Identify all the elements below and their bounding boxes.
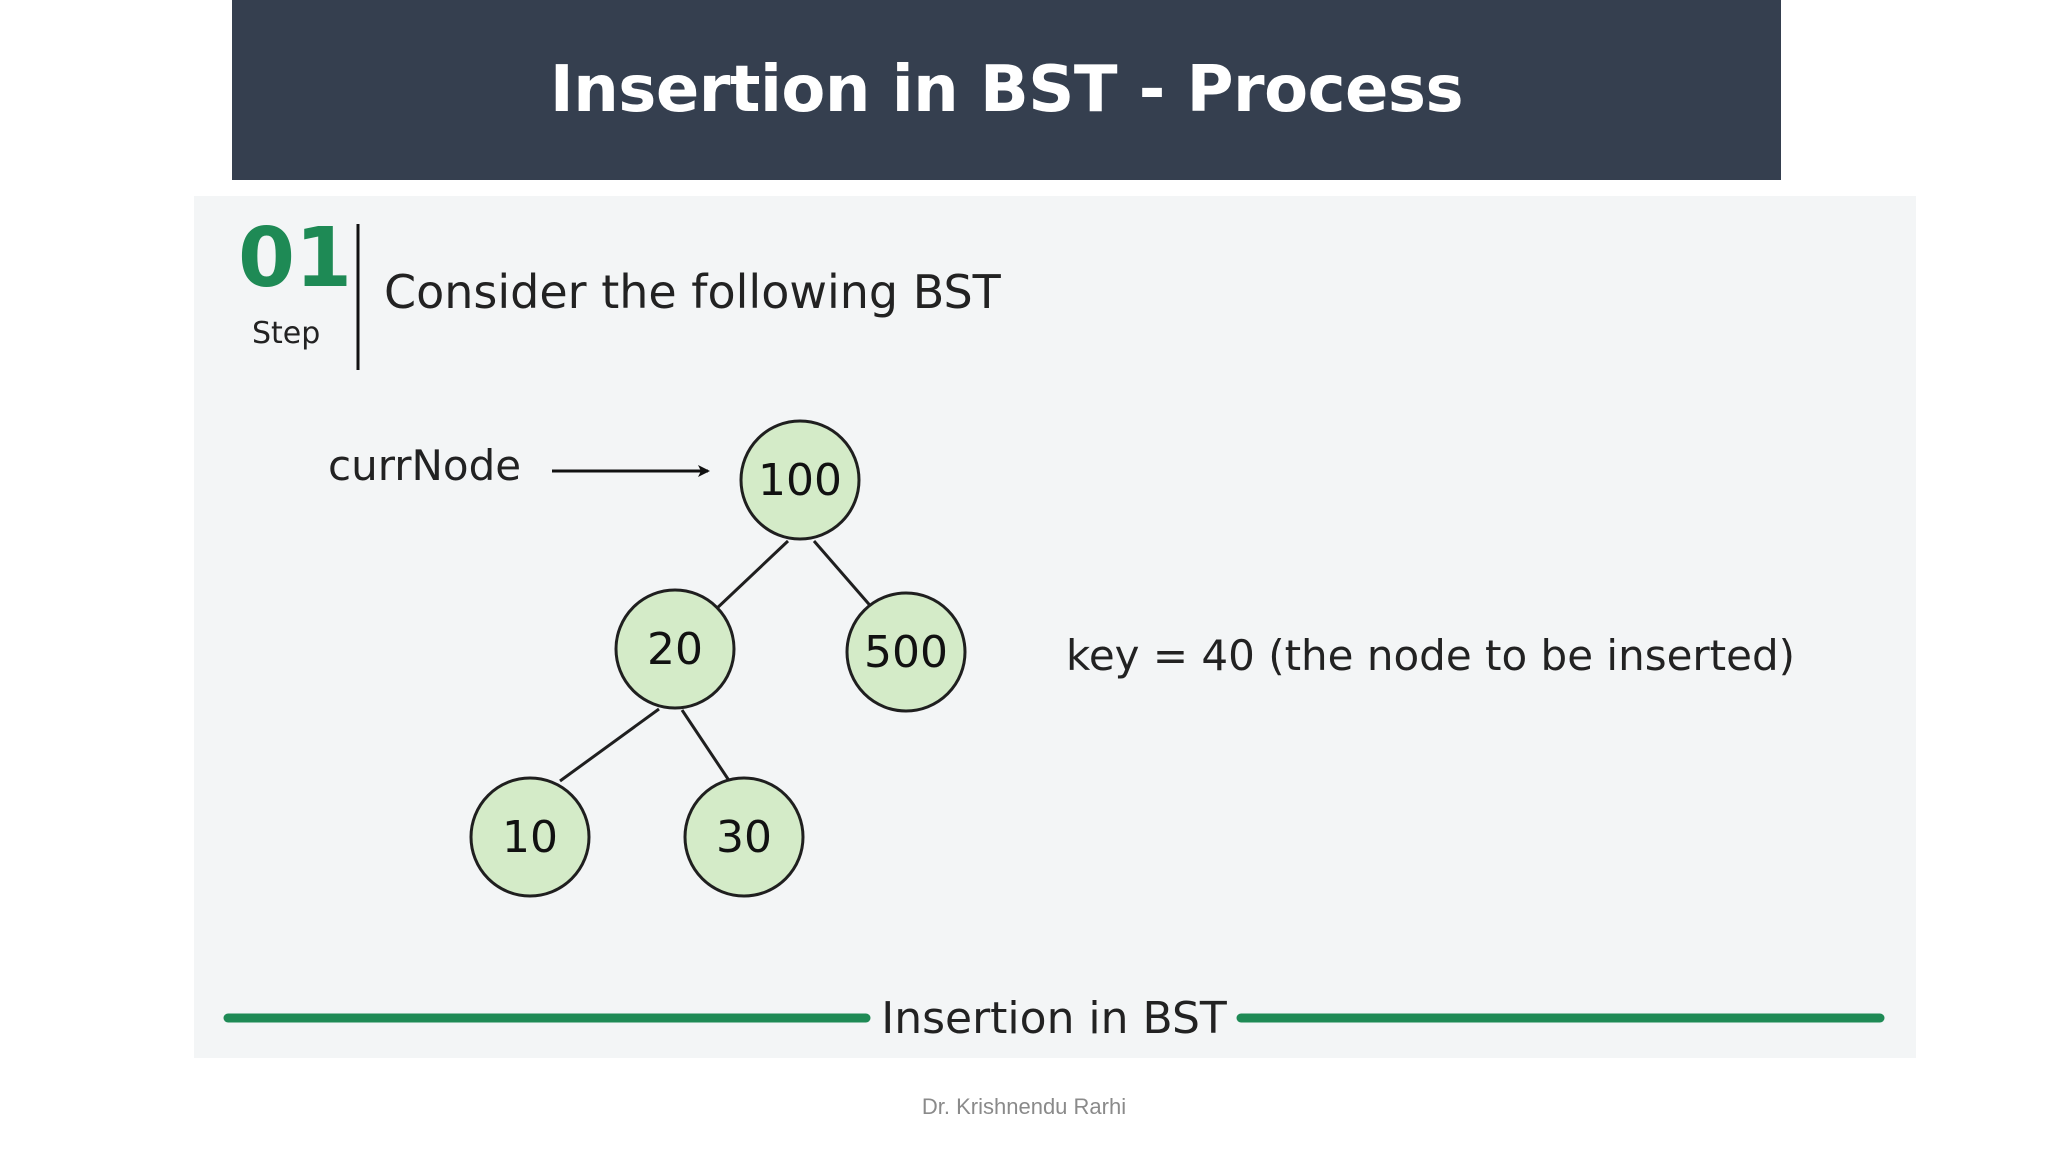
tree-node-left-right: 30 (683, 776, 805, 898)
bst-diagram: 01 Step Consider the following BST currN… (223, 211, 1885, 1044)
step-number: 01 (238, 211, 352, 306)
tree-node-left: 20 (614, 588, 736, 710)
title-bar: Insertion in BST - Process (232, 0, 1781, 180)
tree-node-right: 500 (845, 591, 967, 713)
node-value: 30 (716, 812, 772, 863)
node-value: 10 (502, 812, 558, 863)
node-value: 20 (647, 624, 703, 675)
tree-node-root: 100 (739, 419, 861, 541)
edge-left-leftleft (559, 707, 660, 783)
bst-diagram-panel: 01 Step Consider the following BST currN… (194, 196, 1916, 1058)
step-label: Step (252, 316, 320, 351)
edge-root-right (812, 540, 876, 611)
key-description: key = 40 (the node to be inserted) (1066, 631, 1795, 680)
pointer-label: currNode (328, 441, 521, 490)
slide-title: Insertion in BST - Process (549, 53, 1464, 127)
edge-root-left (712, 539, 790, 613)
slide-footer: Dr. Krishnendu Rarhi (921, 1094, 1127, 1119)
edge-left-leftright (680, 709, 732, 783)
tree-node-left-left: 10 (469, 776, 591, 898)
step-heading: Consider the following BST (384, 265, 1002, 319)
node-value: 500 (864, 627, 948, 678)
caption-text: Insertion in BST (881, 993, 1227, 1044)
node-value: 100 (758, 455, 842, 506)
